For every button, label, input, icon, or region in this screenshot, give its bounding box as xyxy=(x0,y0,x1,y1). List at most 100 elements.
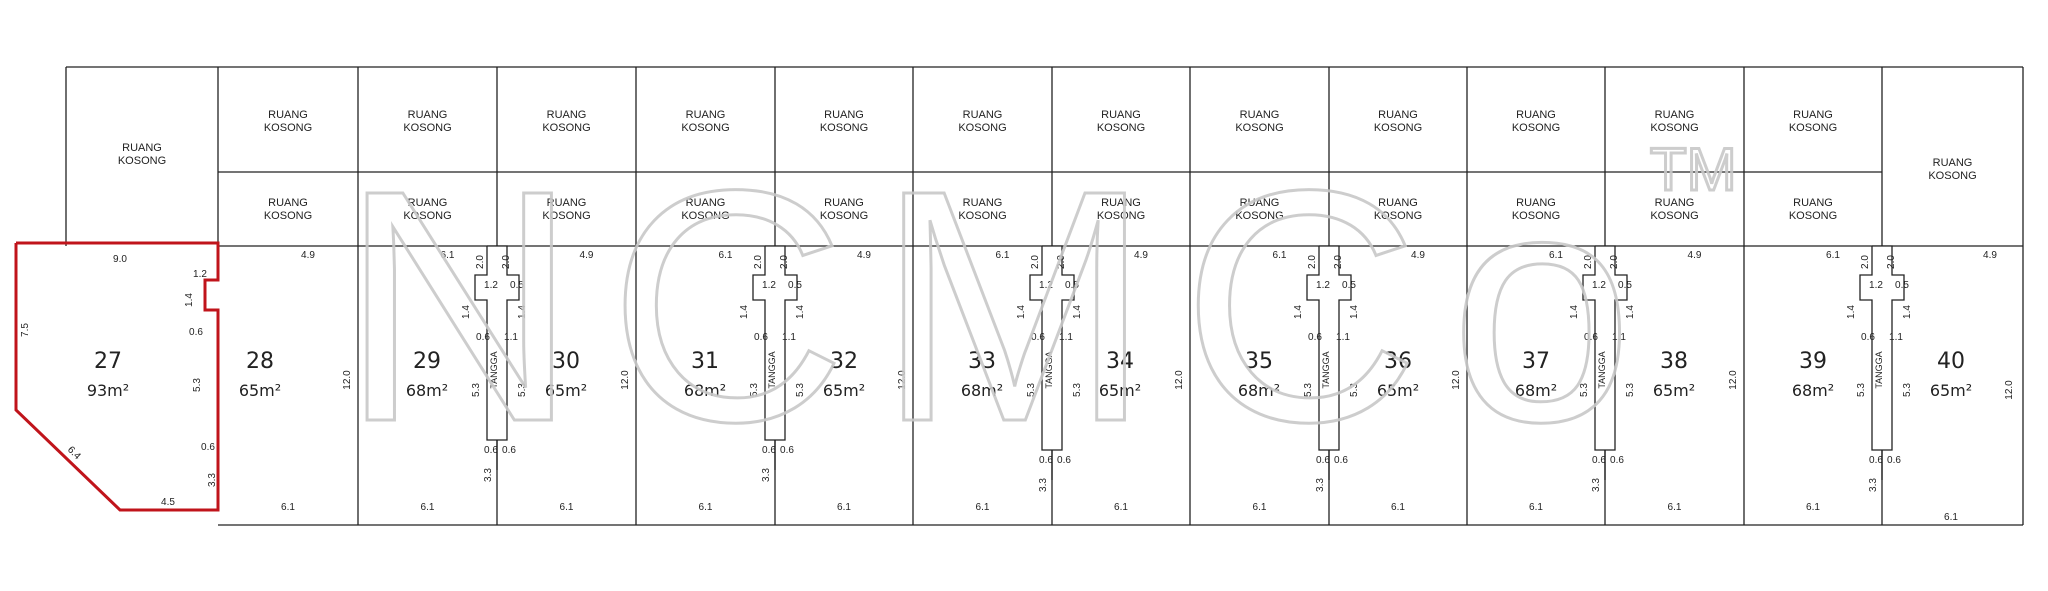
unit-area: 65m² xyxy=(1930,381,1972,400)
dim-label: 6.1 xyxy=(560,502,574,513)
dim-label: 2.0 xyxy=(753,255,764,269)
dim-label: 12.0 xyxy=(1728,370,1739,390)
dim-label: 2.0 xyxy=(1307,255,1318,269)
dim-label: 1.4 xyxy=(1072,305,1083,319)
empty-room-label: KOSONG xyxy=(1097,122,1145,134)
empty-room-label: KOSONG xyxy=(958,122,1006,134)
dim-label: 2.0 xyxy=(779,255,790,269)
dim-label: 6.1 xyxy=(837,502,851,513)
dim-label: 6.1 xyxy=(1273,250,1287,261)
empty-room-label: RUANG xyxy=(1240,197,1280,209)
empty-room-label: RUANG xyxy=(1655,197,1695,209)
stair-label: TANGGA xyxy=(1874,351,1884,388)
empty-room-label: KOSONG xyxy=(1235,122,1283,134)
dim-label: 2.0 xyxy=(1056,255,1067,269)
empty-room-label: KOSONG xyxy=(1789,122,1837,134)
unit-number: 38 xyxy=(1660,349,1688,374)
unit-area: 93m² xyxy=(87,381,129,400)
unit-number: 34 xyxy=(1106,349,1134,374)
dim-label: 6.1 xyxy=(1549,250,1563,261)
dim-label: 1.4 xyxy=(1902,305,1913,319)
dim-label: 1.4 xyxy=(739,305,750,319)
unit-area: 65m² xyxy=(1099,381,1141,400)
dim-label: 6.1 xyxy=(281,502,295,513)
unit-number: 32 xyxy=(830,349,858,374)
dim-label: 0.5 xyxy=(788,280,802,291)
dim-label: 0.6 xyxy=(1308,332,1322,343)
stair-core xyxy=(1859,245,1905,451)
empty-room-label: KOSONG xyxy=(542,210,590,222)
dim-label: 1.2 xyxy=(1039,280,1053,291)
unit-area: 65m² xyxy=(545,381,587,400)
dim-label: 4.9 xyxy=(1134,250,1148,261)
empty-room-label: RUANG xyxy=(686,109,726,121)
empty-room-label: KOSONG xyxy=(958,210,1006,222)
dim-label: 5.3 xyxy=(1303,383,1314,397)
unit-area: 68m² xyxy=(406,381,448,400)
dim-label: 1.1 xyxy=(1889,332,1903,343)
dim-label: 1.2 xyxy=(484,280,498,291)
empty-room-label: RUANG xyxy=(408,109,448,121)
stair-label: TANGGA xyxy=(1321,351,1331,388)
dim-label: 1.2 xyxy=(193,269,207,280)
dim-label: 12.0 xyxy=(2004,380,2015,400)
dim-label: 1.4 xyxy=(795,305,806,319)
unit-number: 27 xyxy=(94,349,122,374)
dim-label: 0.5 xyxy=(1618,280,1632,291)
empty-room-label: RUANG xyxy=(1516,197,1556,209)
dim-label: 5.3 xyxy=(517,383,528,397)
empty-room-label: KOSONG xyxy=(403,210,451,222)
dim-label: 2.0 xyxy=(1886,255,1897,269)
empty-room-label: RUANG xyxy=(268,197,308,209)
empty-room-label: RUANG xyxy=(122,142,162,154)
dim-label: 2.0 xyxy=(1333,255,1344,269)
dim-label: 0.6 xyxy=(484,445,498,456)
dim-label: 0.6 xyxy=(1584,332,1598,343)
empty-room-label: RUANG xyxy=(268,109,308,121)
dim-label: 6.1 xyxy=(1826,250,1840,261)
dim-label: 5.3 xyxy=(749,383,760,397)
dim-label: 0.6 xyxy=(780,445,794,456)
empty-room-label: KOSONG xyxy=(1512,210,1560,222)
stair-label: TANGGA xyxy=(767,351,777,388)
empty-room-label: RUANG xyxy=(1793,197,1833,209)
empty-room-label: KOSONG xyxy=(681,210,729,222)
dim-label: 0.6 xyxy=(1592,455,1606,466)
empty-room-label: RUANG xyxy=(1516,109,1556,121)
dim-label: 5.3 xyxy=(1349,383,1360,397)
unit-27-outline xyxy=(14,241,220,512)
dim-label: 1.2 xyxy=(1869,280,1883,291)
empty-room-label: RUANG xyxy=(1933,157,1973,169)
dim-label: 2.0 xyxy=(1583,255,1594,269)
dim-label: 1.4 xyxy=(1625,305,1636,319)
unit-number: 35 xyxy=(1245,349,1273,374)
empty-room-label: KOSONG xyxy=(403,122,451,134)
stair-core xyxy=(1306,245,1352,451)
empty-room-label: RUANG xyxy=(963,197,1003,209)
empty-room-label: RUANG xyxy=(1101,109,1141,121)
dim-label: 12.0 xyxy=(897,370,908,390)
stair-core xyxy=(1029,245,1075,451)
empty-room-label: KOSONG xyxy=(1650,210,1698,222)
empty-room-label: RUANG xyxy=(547,109,587,121)
dim-label: 0.6 xyxy=(1039,455,1053,466)
unit-area: 68m² xyxy=(684,381,726,400)
dim-label: 4.5 xyxy=(161,497,175,508)
dim-label: 6.1 xyxy=(1668,502,1682,513)
dim-label: 1.2 xyxy=(1592,280,1606,291)
dim-label: 0.6 xyxy=(1334,455,1348,466)
dim-label: 1.4 xyxy=(517,305,528,319)
dim-label: 12.0 xyxy=(620,370,631,390)
dim-label: 5.3 xyxy=(1625,383,1636,397)
dim-label: 1.2 xyxy=(762,280,776,291)
unit-area: 68m² xyxy=(961,381,1003,400)
dim-label: 0.6 xyxy=(201,442,215,453)
empty-room-label: RUANG xyxy=(1101,197,1141,209)
dim-label: 1.4 xyxy=(1016,305,1027,319)
dim-label: 6.1 xyxy=(1391,502,1405,513)
dim-label: 0.6 xyxy=(1316,455,1330,466)
empty-room-label: RUANG xyxy=(547,197,587,209)
dim-label: 6.1 xyxy=(699,502,713,513)
dim-label: 6.1 xyxy=(1529,502,1543,513)
unit-number: 37 xyxy=(1522,349,1550,374)
